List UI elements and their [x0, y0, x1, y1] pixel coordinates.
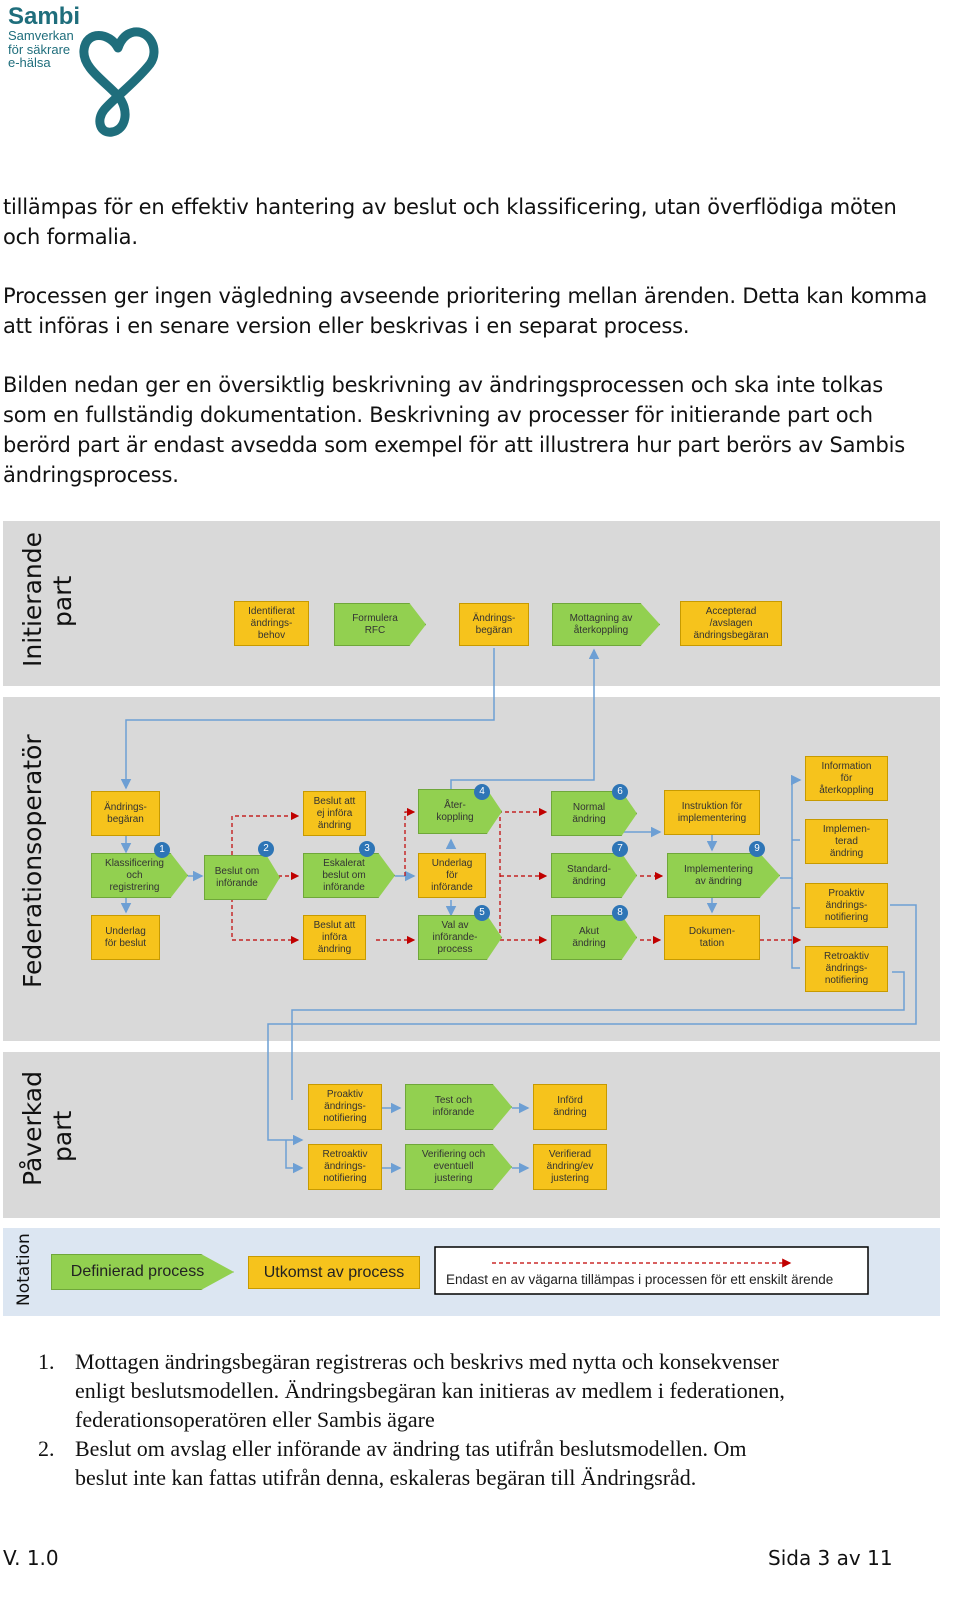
step-badge-7: 7 [612, 841, 628, 857]
notation-label: Notation [14, 1233, 34, 1306]
heart-logo-icon [79, 27, 159, 137]
step-badge-8: 8 [612, 905, 628, 921]
footer-page-number: Sida 3 av 11 [768, 1546, 893, 1570]
step-badge-4: 4 [474, 784, 490, 800]
step-badge-3: 3 [359, 841, 375, 857]
sambi-logo: Sambi Samverkan för säkrare e-hälsa [8, 4, 80, 70]
notation-defined-process: Definierad process [51, 1254, 234, 1290]
logo-title: Sambi [8, 3, 81, 30]
step-badge-5: 5 [474, 905, 490, 921]
box-andringsbegaran-fo: Ändrings-begäran [91, 791, 160, 836]
box-andringsbegaran-initierande: Ändrings-begäran [459, 603, 529, 646]
step-badge-6: 6 [612, 784, 628, 800]
notation-alternative-path: Endast en av vägarna tillämpas i process… [446, 1272, 834, 1287]
box-standardandring: Standard-ändring [551, 853, 637, 898]
paragraph-1: tillämpas för en effektiv hantering av b… [3, 195, 897, 249]
list-item: 2.Beslut om avslag eller införande av än… [38, 1436, 747, 1490]
step-badge-2: 2 [258, 841, 274, 857]
paragraph-2: Processen ger ingen vägledning avseende … [3, 284, 928, 338]
list-item: 1.Mottagen ändringsbegäran registreras o… [38, 1349, 785, 1432]
numbered-list: 1.Mottagen ändringsbegäran registreras o… [38, 1347, 918, 1492]
lane-paverkad [3, 1052, 940, 1218]
logo-subtitle-3: e-hälsa [8, 55, 51, 71]
notation-process-outcome: Utkomst av process [248, 1256, 420, 1289]
step-badge-1: 1 [154, 842, 170, 858]
step-badge-9: 9 [749, 841, 765, 857]
logo-subtitle-1: Samverkan [8, 28, 74, 44]
logo-subtitle-2: för säkrare [8, 41, 71, 57]
paragraph-3: Bilden nedan ger en översiktlig beskrivn… [3, 373, 906, 487]
box-dokumentation: Dokumen-tation [664, 915, 760, 960]
box-aterkoppling: Åter-koppling [418, 789, 502, 834]
footer-version: V. 1.0 [3, 1546, 59, 1570]
